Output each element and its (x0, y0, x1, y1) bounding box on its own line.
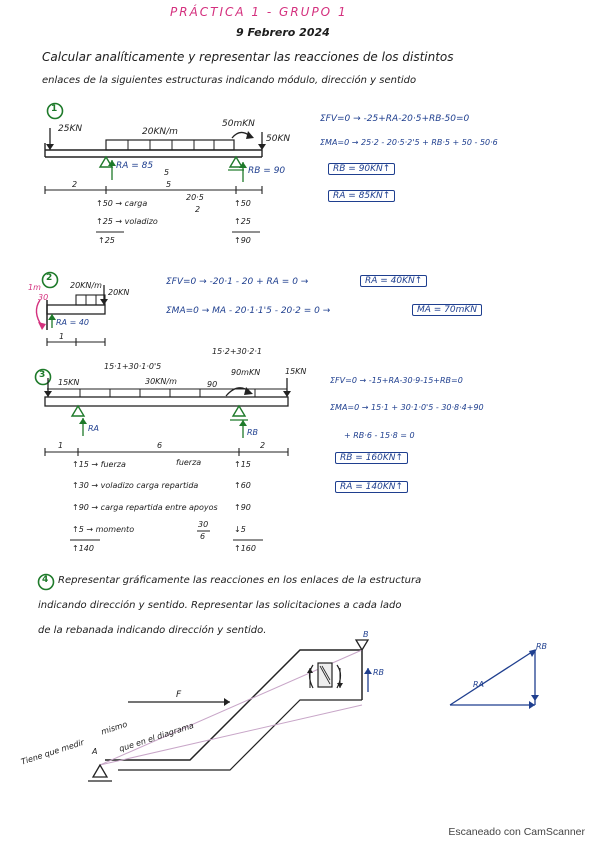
p2-ra-label: RA = 40 (56, 318, 89, 327)
p4-label-rb: RB (373, 668, 385, 677)
p3-bd-4m: 30 (198, 520, 209, 529)
p4-line-2: indicando dirección y sentido. Represent… (38, 600, 402, 611)
p3-bd-3r: ↑90 (234, 503, 251, 512)
p1-bd-2r: ↑25 (234, 217, 251, 226)
p1-dim-2: 5 (166, 180, 172, 189)
p3-bd-1: ↑15 → fuerza (72, 460, 126, 469)
p4-label-a: A (92, 747, 98, 756)
p3-eq-1: ΣFV=0 → -15+RA-30·9-15+RB=0 (330, 376, 463, 385)
p2-dist-load: 20KN/m (70, 281, 102, 290)
p2-number: 2 (46, 273, 53, 283)
p3-moment: 90mKN (231, 368, 261, 377)
p2-eq-2: ΣMA=0 → MA - 20·1·1'5 - 20·2 = 0 → (166, 306, 331, 316)
p3-eq-3: + RB·6 - 15·8 = 0 (344, 431, 415, 440)
intro-line-1: Calcular analíticamente y representar la… (42, 50, 454, 64)
p1-eq-2: ΣMA=0 → 25·2 - 20·5·2'5 + RB·5 + 50 - 50… (320, 138, 498, 147)
p2-result-ra: RA = 40KN↑ (360, 275, 428, 287)
p2-point-load: 20KN (108, 288, 130, 297)
p3-bd-4m2: 6 (200, 532, 206, 541)
p1-result-ra: RA = 85KN↑ (328, 190, 396, 202)
p3-bd-1r: ↑15 (234, 460, 251, 469)
p2-moment-label-2: 30 (38, 293, 49, 302)
p3-load-left: 15KN (58, 378, 80, 387)
p3-dim-3: 2 (260, 441, 266, 450)
p3-dist-load: 30KN/m (145, 377, 177, 386)
p3-sum-left: ↑140 (72, 544, 94, 553)
p3-beam (44, 396, 289, 407)
p4-line-1: Representar gráficamente las reacciones … (58, 575, 422, 586)
p2-beam (46, 304, 106, 315)
p3-bd-2r: ↑60 (234, 481, 251, 490)
p1-dist-load: 20KN/m (142, 127, 178, 137)
p4-number-circle (37, 573, 55, 591)
p1-bd-1b: 20·5 (186, 193, 204, 202)
p1-rb-label: RB = 90 (248, 166, 286, 176)
p1-bd-1: ↑50 → carga (96, 199, 148, 208)
p1-sum-right: ↑90 (234, 236, 251, 245)
p1-s-val: 5 (164, 168, 170, 177)
p3-sum-right: ↑160 (234, 544, 256, 553)
p1-number: 1 (51, 104, 58, 114)
p1-moment: 50mKN (222, 119, 255, 129)
p3-ra-label: RA (88, 424, 100, 433)
p4-triangle-ra: RA (473, 680, 485, 689)
p1-eq-1: ΣFV=0 → -25+RA-20·5+RB-50=0 (320, 114, 470, 124)
p2-moment-label: 1m (28, 283, 41, 292)
page-date: 9 Febrero 2024 (236, 26, 330, 39)
p3-bd-4: ↑5 → momento (72, 525, 135, 534)
p2-eq-1: ΣFV=0 → -20·1 - 20 + RA = 0 → (166, 277, 309, 287)
p1-dist-load (105, 139, 235, 151)
p4-number: 4 (42, 575, 49, 585)
p4-line-3: de la rebanada indicando dirección y sen… (38, 625, 267, 636)
p1-bd-2: ↑25 → voladizo (96, 217, 158, 226)
p1-sum-left: ↑25 (98, 236, 115, 245)
p4-triangle-rb: RB (536, 642, 548, 651)
p1-load-left: 25KN (58, 124, 83, 134)
p3-number: 3 (39, 370, 46, 380)
p1-bd-1c: 2 (195, 205, 201, 214)
p4-label-f: F (176, 690, 182, 700)
p2-number-circle (41, 271, 59, 289)
p3-number-circle (34, 368, 52, 386)
p3-dim-2: 6 (157, 441, 163, 450)
p3-bd-3: ↑90 → carga repartida entre apoyos (72, 503, 218, 512)
p4-support-b (354, 639, 370, 652)
p4-frame-outer (105, 649, 362, 761)
p1-ra-label: RA = 85 (116, 161, 154, 171)
p3-dim-1: 1 (58, 441, 64, 450)
p3-rb-label: RB (247, 428, 259, 437)
p4-support-a (91, 763, 109, 778)
p1-bd-1r: ↑50 (234, 199, 251, 208)
p4-label-b: B (363, 630, 369, 639)
p3-eq-2: ΣMA=0 → 15·1 + 30·1·0'5 - 30·8·4+90 (330, 403, 484, 412)
p3-result-ra: RA = 140KN↑ (335, 481, 409, 493)
p2-result-ma: MA = 70mKN (412, 304, 483, 316)
p3-bd-4r: ↓5 (234, 525, 246, 534)
p3-bd-1m: fuerza (176, 458, 202, 467)
p2-dim: 1 (59, 332, 65, 341)
p1-load-right: 50KN (266, 134, 291, 144)
page-title: PRÁCTICA 1 - GRUPO 1 (170, 5, 348, 19)
p3-bd-2: ↑30 → voladizo carga repartida (72, 481, 199, 490)
p3-note-top: 15·1+30·1·0'5 (104, 362, 162, 371)
p3-moment-val: 90 (207, 380, 218, 389)
p3-note-top-2: 15·2+30·2·1 (212, 347, 262, 356)
p1-result-rb: RB = 90KN↑ (328, 163, 396, 175)
p3-result-rb: RB = 160KN↑ (335, 452, 409, 464)
scanner-watermark: Escaneado con CamScanner (448, 826, 585, 838)
p1-dim-1: 2 (72, 180, 78, 189)
intro-line-2: enlaces de la siguientes estructuras ind… (42, 75, 417, 86)
p3-load-right: 15KN (285, 367, 307, 376)
p1-number-circle (46, 102, 64, 120)
